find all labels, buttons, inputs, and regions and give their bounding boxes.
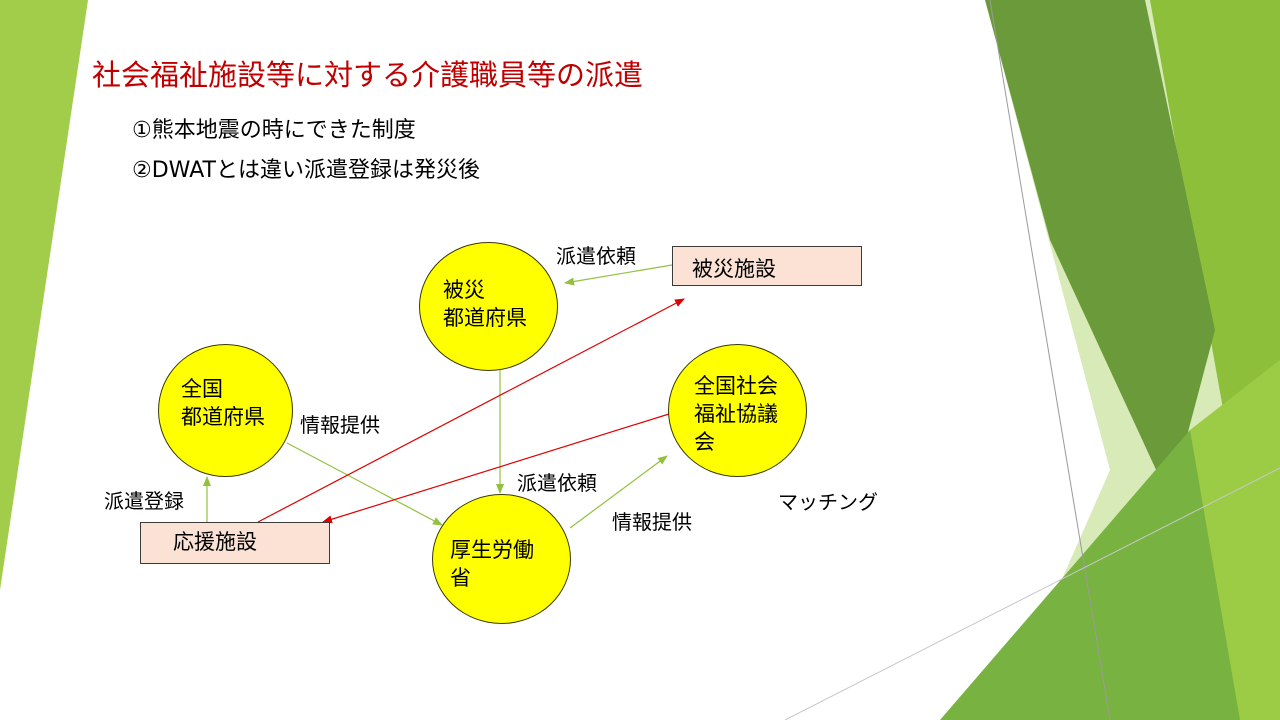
label-haken-irai-top: 派遣依頼 (556, 244, 636, 268)
bottom-green-shape (940, 430, 1240, 720)
node-ouen-shisetsu-label: 応援施設 (173, 530, 257, 554)
slide-title: 社会福祉施設等に対する介護職員等の派遣 (92, 58, 644, 92)
thin-gray-line-1 (989, 0, 1111, 720)
right-dark-green-shape (985, 0, 1215, 500)
node-zenkoku-shakyo (668, 344, 807, 477)
left-green-triangle (0, 0, 88, 590)
node-hisai-todoufuken (419, 242, 558, 371)
node-mhlw-label: 厚生労働 省 (450, 538, 534, 590)
label-haken-touroku: 派遣登録 (104, 489, 184, 513)
thin-gray-line-2 (784, 467, 1280, 720)
bullet-1: ①熊本地震の時にできた制度 (132, 118, 416, 143)
node-zenkoku-shakyo-label: 全国社会 福祉協議 会 (694, 374, 778, 454)
label-haken-irai-mid: 派遣依頼 (517, 471, 597, 495)
label-matching: マッチング (778, 490, 878, 514)
node-mhlw (432, 494, 571, 624)
node-hisai-shisetsu-label: 被災施設 (692, 257, 776, 281)
node-hisai-todoufuken-label: 被災 都道府県 (443, 278, 527, 330)
label-jouhou-teikyo-left: 情報提供 (300, 413, 380, 437)
node-zenkoku-todoufuken-label: 全国 都道府県 (181, 377, 265, 429)
label-jouhou-teikyo-right: 情報提供 (612, 510, 692, 534)
node-hisai-shisetsu (672, 246, 862, 286)
node-ouen-shisetsu (140, 522, 330, 564)
node-zenkoku-todoufuken (158, 344, 293, 477)
bullet-2: ②DWATとは違い派遣登録は発災後 (132, 158, 480, 183)
